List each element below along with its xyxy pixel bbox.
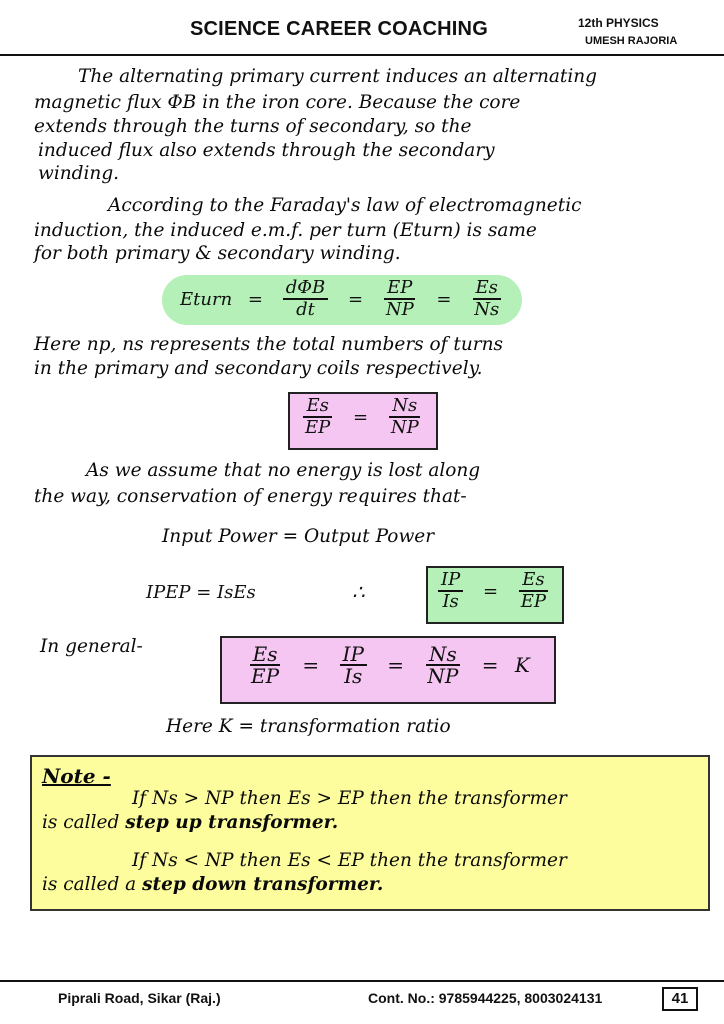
header-rule bbox=[0, 54, 724, 56]
therefore-symbol: ∴ bbox=[352, 580, 365, 604]
footer-contact: Cont. No.: 9785944225, 8003024131 bbox=[368, 990, 603, 1006]
formula4-k: K bbox=[514, 653, 530, 677]
general-label: In general- bbox=[40, 636, 143, 657]
formula3-box bbox=[426, 566, 564, 624]
para3-line2: in the primary and secondary coils respe… bbox=[34, 358, 483, 379]
note-box bbox=[30, 755, 710, 911]
formula4-box bbox=[220, 636, 556, 704]
para3-line1: Here np, ns represents the total numbers… bbox=[34, 334, 504, 355]
para1-line4: induced flux also extends through the se… bbox=[38, 140, 495, 161]
header-author: UMESH RAJORIA bbox=[585, 35, 678, 47]
formula1-box bbox=[162, 275, 522, 325]
page-number: 41 bbox=[662, 987, 698, 1011]
para1-line1: The alternating primary current induces … bbox=[78, 66, 598, 87]
k-definition: Here K = transformation ratio bbox=[166, 716, 451, 737]
para2-line2: induction, the induced e.m.f. per turn (… bbox=[34, 220, 537, 241]
power-equation: Input Power = Output Power bbox=[162, 526, 435, 547]
header-title: SCIENCE CAREER COACHING bbox=[190, 18, 488, 40]
para4-line1: As we assume that no energy is lost alon… bbox=[86, 460, 481, 481]
step-down-term: step down transformer. bbox=[142, 874, 384, 895]
note-line1: If Ns > NP then Es > EP then the transfo… bbox=[132, 788, 567, 809]
para1-line2: magnetic flux ΦB in the iron core. Becau… bbox=[34, 92, 521, 113]
footer-rule bbox=[0, 980, 724, 982]
note-line2: is called step up transformer. bbox=[42, 812, 339, 833]
para2-line3: for both primary & secondary winding. bbox=[34, 243, 401, 264]
formula3-lhs: IPEP = IsEs bbox=[146, 582, 256, 603]
step-up-term: step up transformer. bbox=[125, 812, 339, 833]
note-heading: Note - bbox=[42, 764, 111, 788]
para2-line1: According to the Faraday's law of electr… bbox=[108, 195, 582, 216]
para4-line2: the way, conservation of energy requires… bbox=[34, 486, 467, 507]
formula2-box bbox=[288, 392, 438, 450]
note-line4: is called a step down transformer. bbox=[42, 874, 384, 895]
note-line3: If Ns < NP then Es < EP then the transfo… bbox=[132, 850, 567, 871]
para1-line5: winding. bbox=[38, 163, 120, 184]
header-subject: 12th PHYSICS bbox=[578, 16, 659, 30]
formula1-lhs: Eturn bbox=[180, 288, 233, 310]
footer-address: Piprali Road, Sikar (Raj.) bbox=[58, 990, 221, 1006]
para1-line3: extends through the turns of secondary, … bbox=[34, 116, 472, 137]
